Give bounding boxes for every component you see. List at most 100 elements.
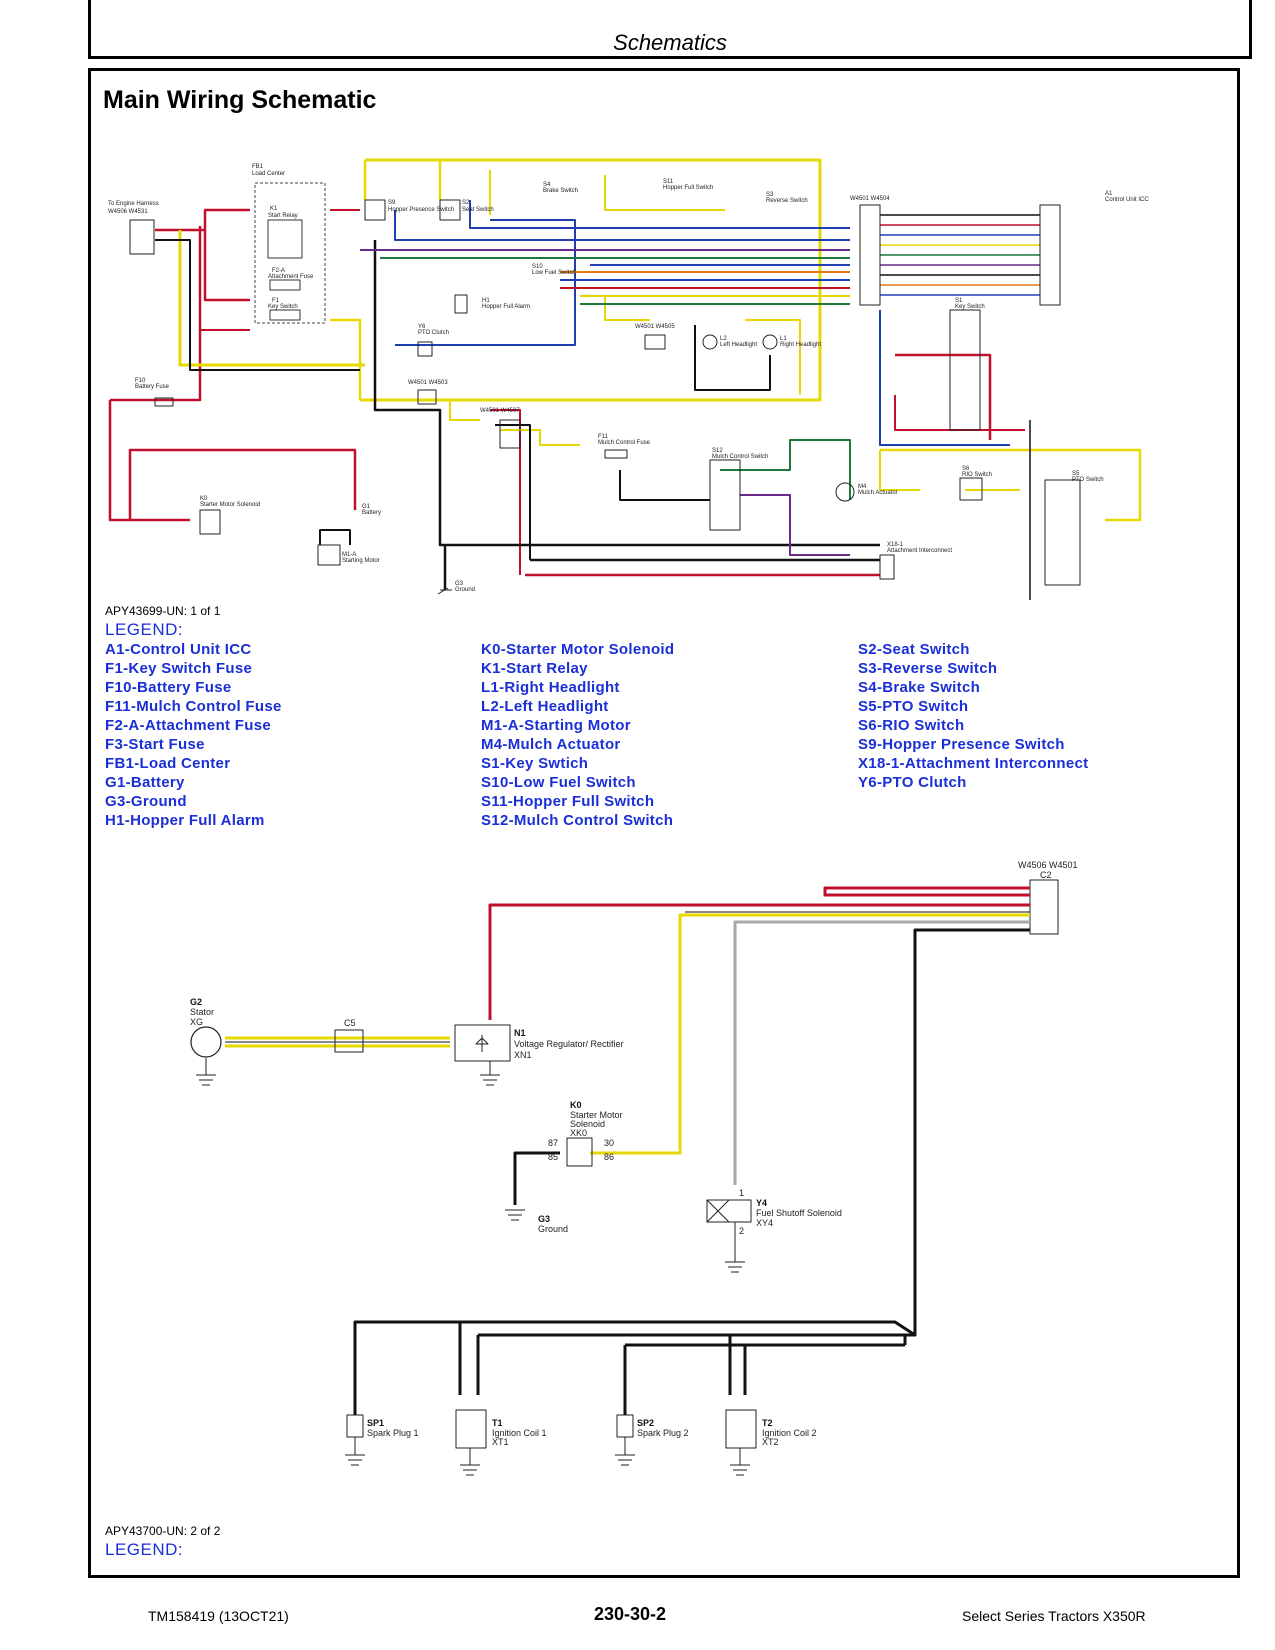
legend-item: FB1-Load Center xyxy=(105,755,231,772)
label-sp2: SP2 xyxy=(637,1418,654,1428)
label-w4501-w4505: W4501 W4505 xyxy=(635,324,675,330)
label-rio-switch: RIO Switch xyxy=(962,472,992,478)
legend-heading-2: LEGEND: xyxy=(105,1540,184,1559)
main-schematic-labels: FB1 Load Center To Engine Harness W4506 … xyxy=(108,164,1149,593)
label-hopper-full-alarm: Hopper Full Alarm xyxy=(482,304,530,310)
legend-item: S5-PTO Switch xyxy=(858,698,969,715)
footer-product: Select Series Tractors X350R xyxy=(962,1608,1146,1624)
legend-item: S3-Reverse Switch xyxy=(858,660,998,677)
figure-ref-2: APY43700-UN: 2 of 2 xyxy=(105,1524,221,1538)
label-a1: A1 xyxy=(1105,191,1113,197)
label-pin-87: 87 xyxy=(548,1138,558,1148)
label-c2: C2 xyxy=(1040,870,1052,880)
label-n1: N1 xyxy=(514,1028,526,1038)
label-xk0: XK0 xyxy=(570,1128,587,1138)
label-start-relay: Start Relay xyxy=(268,213,298,219)
legend-item: H1-Hopper Full Alarm xyxy=(105,812,265,829)
label-mulch-control-switch: Mulch Control Switch xyxy=(712,454,768,460)
label-w4506-w4501: W4506 W4501 xyxy=(1018,860,1078,870)
label-f10: F10 xyxy=(135,378,146,384)
label-ground: Ground xyxy=(455,587,475,593)
legend-item: A1-Control Unit ICC xyxy=(105,641,252,658)
label-mulch-control-fuse: Mulch Control Fuse xyxy=(598,440,651,446)
label-battery: Battery xyxy=(362,510,381,516)
label-k0: K0 xyxy=(200,496,208,502)
legend-item: M1-A-Starting Motor xyxy=(481,717,631,734)
label-pto-clutch: PTO Clutch xyxy=(418,330,449,336)
page-title: Main Wiring Schematic xyxy=(103,86,377,114)
label-sp1: SP1 xyxy=(367,1418,384,1428)
label-hopper-presence-switch: Hopper Presence Switch xyxy=(388,207,454,213)
label-xt1: XT1 xyxy=(492,1437,509,1447)
label-attachment-interconnect: Attachment Interconnect xyxy=(887,548,952,554)
label-ground: Ground xyxy=(538,1224,568,1234)
label-g2: G2 xyxy=(190,997,202,1007)
legend-item: S11-Hopper Full Switch xyxy=(481,793,655,810)
label-pin-85: 85 xyxy=(548,1152,558,1162)
label-pin-30: 30 xyxy=(604,1138,614,1148)
label-low-fuel-switch: Low Fuel Switch xyxy=(532,270,576,276)
label-t1: T1 xyxy=(492,1418,503,1428)
label-s6: S6 xyxy=(962,466,970,472)
label-s10: S10 xyxy=(532,264,543,270)
label-key-switch: Key Switch xyxy=(955,304,985,310)
label-brake-switch: Brake Switch xyxy=(543,188,578,194)
label-s11: S11 xyxy=(663,179,674,185)
label-s3: S3 xyxy=(766,192,774,198)
legend-item: M4-Mulch Actuator xyxy=(481,736,621,753)
label-hopper-full-switch: Hopper Full Switch xyxy=(663,185,713,191)
label-ignition-coil-2: Ignition Coil 2 xyxy=(762,1428,817,1438)
label-k1: K1 xyxy=(270,206,278,212)
label-s2: S2 xyxy=(462,200,470,206)
label-xt2: XT2 xyxy=(762,1437,779,1447)
main-schematic-diagram xyxy=(108,158,1142,600)
label-starting-motor: Starting Motor xyxy=(342,558,380,564)
label-l1: L1 xyxy=(780,336,787,342)
label-xy4: XY4 xyxy=(756,1218,773,1228)
legend-item: S2-Seat Switch xyxy=(858,641,970,658)
legend-heading-1: LEGEND: xyxy=(105,620,184,639)
label-load-center: Load Center xyxy=(252,171,285,177)
legend-item: L2-Left Headlight xyxy=(481,698,609,715)
label-s12: S12 xyxy=(712,448,723,454)
label-pto-switch: PTO Switch xyxy=(1072,477,1104,483)
label-ignition-coil-1: Ignition Coil 1 xyxy=(492,1428,547,1438)
label-key-switch-fuse: Key Switch xyxy=(268,304,298,310)
label-m1a: M1-A xyxy=(342,552,356,558)
label-right-headlight: Right Headlight xyxy=(780,342,821,348)
label-spark-plug-2: Spark Plug 2 xyxy=(637,1428,689,1438)
label-l2: L2 xyxy=(720,336,727,342)
label-pin-2: 2 xyxy=(739,1226,744,1236)
legend-item: X18-1-Attachment Interconnect xyxy=(858,755,1089,772)
label-s4: S4 xyxy=(543,182,551,188)
label-pin-1: 1 xyxy=(739,1188,744,1198)
label-x18: X18-1 xyxy=(887,542,904,548)
legend-item: S9-Hopper Presence Switch xyxy=(858,736,1065,753)
label-starter-motor-solenoid: Starter Motor Solenoid xyxy=(200,502,260,508)
content-frame xyxy=(88,68,1240,1578)
label-xg: XG xyxy=(190,1017,203,1027)
label-attachment-fuse: Attachment Fuse xyxy=(268,274,314,280)
label-stator: Stator xyxy=(190,1007,214,1017)
label-y4: Y4 xyxy=(756,1198,767,1208)
label-xn1: XN1 xyxy=(514,1050,532,1060)
legend-item: G3-Ground xyxy=(105,793,187,810)
label-starter-motor: Starter Motor xyxy=(570,1110,623,1120)
label-g3: G3 xyxy=(538,1214,550,1224)
legend-item: K0-Starter Motor Solenoid xyxy=(481,641,675,658)
label-s1: S1 xyxy=(955,298,963,304)
legend-column-2: K0-Starter Motor Solenoid K1-Start Relay… xyxy=(481,640,674,830)
label-g3: G3 xyxy=(455,581,464,587)
label-fuel-shutoff-solenoid: Fuel Shutoff Solenoid xyxy=(756,1208,842,1218)
legend-item: K1-Start Relay xyxy=(481,660,588,677)
legend-item: S12-Mulch Control Switch xyxy=(481,812,674,829)
label-fb1: FB1 xyxy=(252,164,264,170)
label-battery-fuse: Battery Fuse xyxy=(135,384,170,390)
legend-item: S6-RIO Switch xyxy=(858,717,965,734)
label-y6: Y6 xyxy=(418,324,426,330)
label-k0: K0 xyxy=(570,1100,582,1110)
figure-ref-1: APY43699-UN: 1 of 1 xyxy=(105,604,221,618)
label-h1: H1 xyxy=(482,298,490,304)
label-control-unit-icc: Control Unit ICC xyxy=(1105,197,1149,203)
